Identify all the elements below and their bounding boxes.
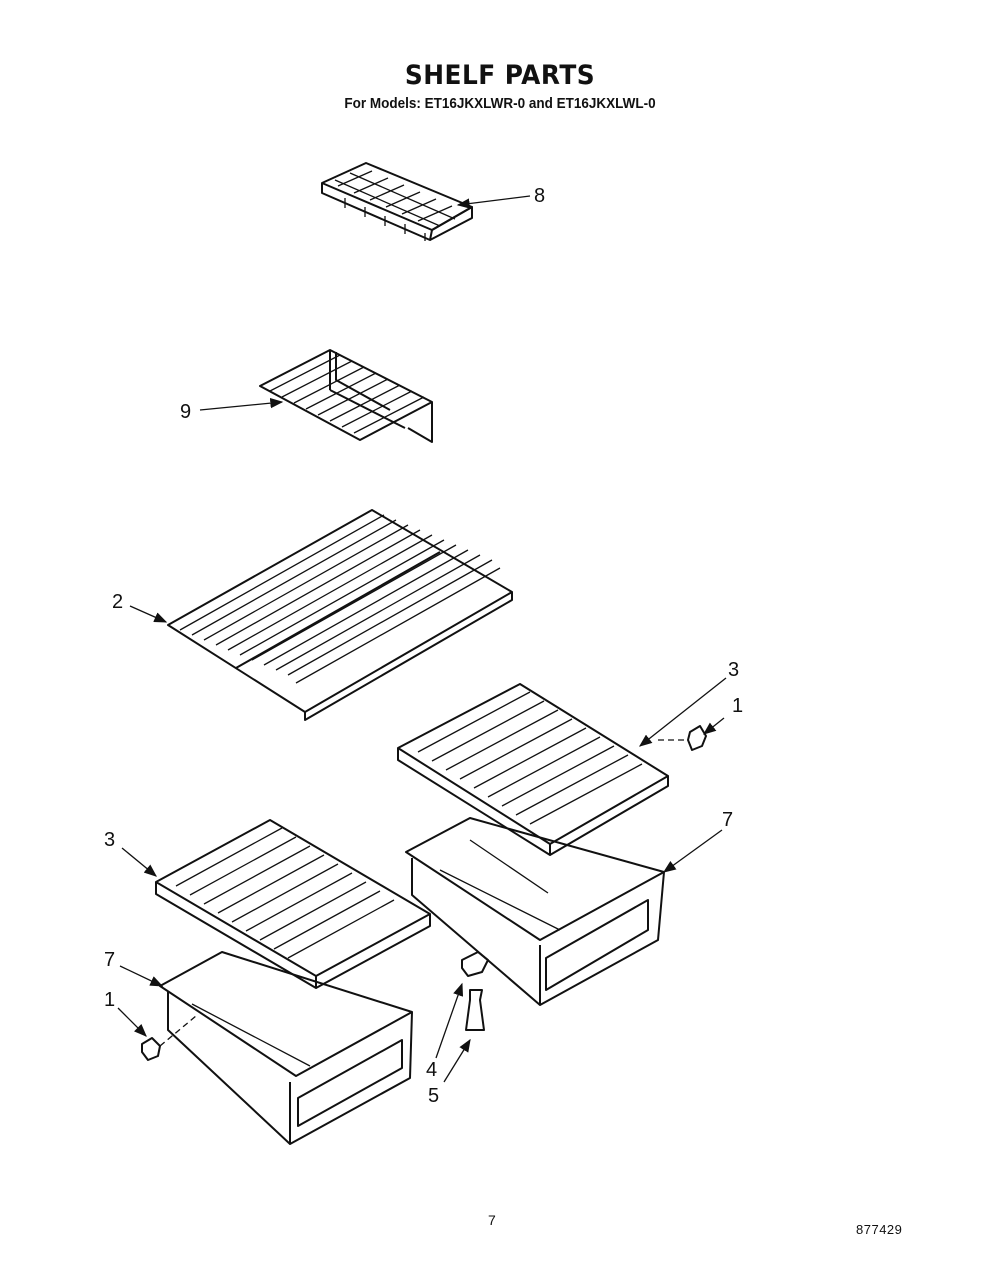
large-wire-shelf-part bbox=[167, 509, 513, 721]
callout-1-left: 1 bbox=[104, 989, 115, 1011]
model-subtitle: For Models: ET16JKXLWR-0 and ET16JKXLWL-… bbox=[344, 95, 656, 112]
callout-5: 5 bbox=[428, 1085, 439, 1107]
callout-9: 9 bbox=[180, 401, 191, 423]
leader-lines bbox=[117, 195, 727, 1083]
support-post-part bbox=[465, 989, 485, 1031]
crisper-pan-left-part bbox=[159, 951, 413, 1145]
page-number: 7 bbox=[488, 1212, 496, 1228]
small-wire-shelf-part bbox=[259, 349, 433, 443]
clip-left-part bbox=[141, 1037, 161, 1061]
document-number: 877429 bbox=[856, 1222, 903, 1237]
support-bracket-part bbox=[461, 951, 489, 977]
callout-4: 4 bbox=[426, 1059, 437, 1081]
callout-8: 8 bbox=[534, 185, 545, 207]
callout-3-left: 3 bbox=[104, 829, 115, 851]
page-title: SHELF PARTS bbox=[404, 60, 596, 91]
crisper-cover-right-part bbox=[397, 683, 669, 856]
callout-7-left: 7 bbox=[104, 949, 115, 971]
callout-3-right: 3 bbox=[728, 659, 739, 681]
crisper-cover-left-part bbox=[155, 819, 431, 989]
clip-right-part bbox=[687, 725, 707, 751]
callout-7-right: 7 bbox=[722, 809, 733, 831]
ice-tray-part bbox=[321, 162, 473, 241]
callout-1-right: 1 bbox=[732, 695, 743, 717]
callout-2: 2 bbox=[112, 591, 123, 613]
